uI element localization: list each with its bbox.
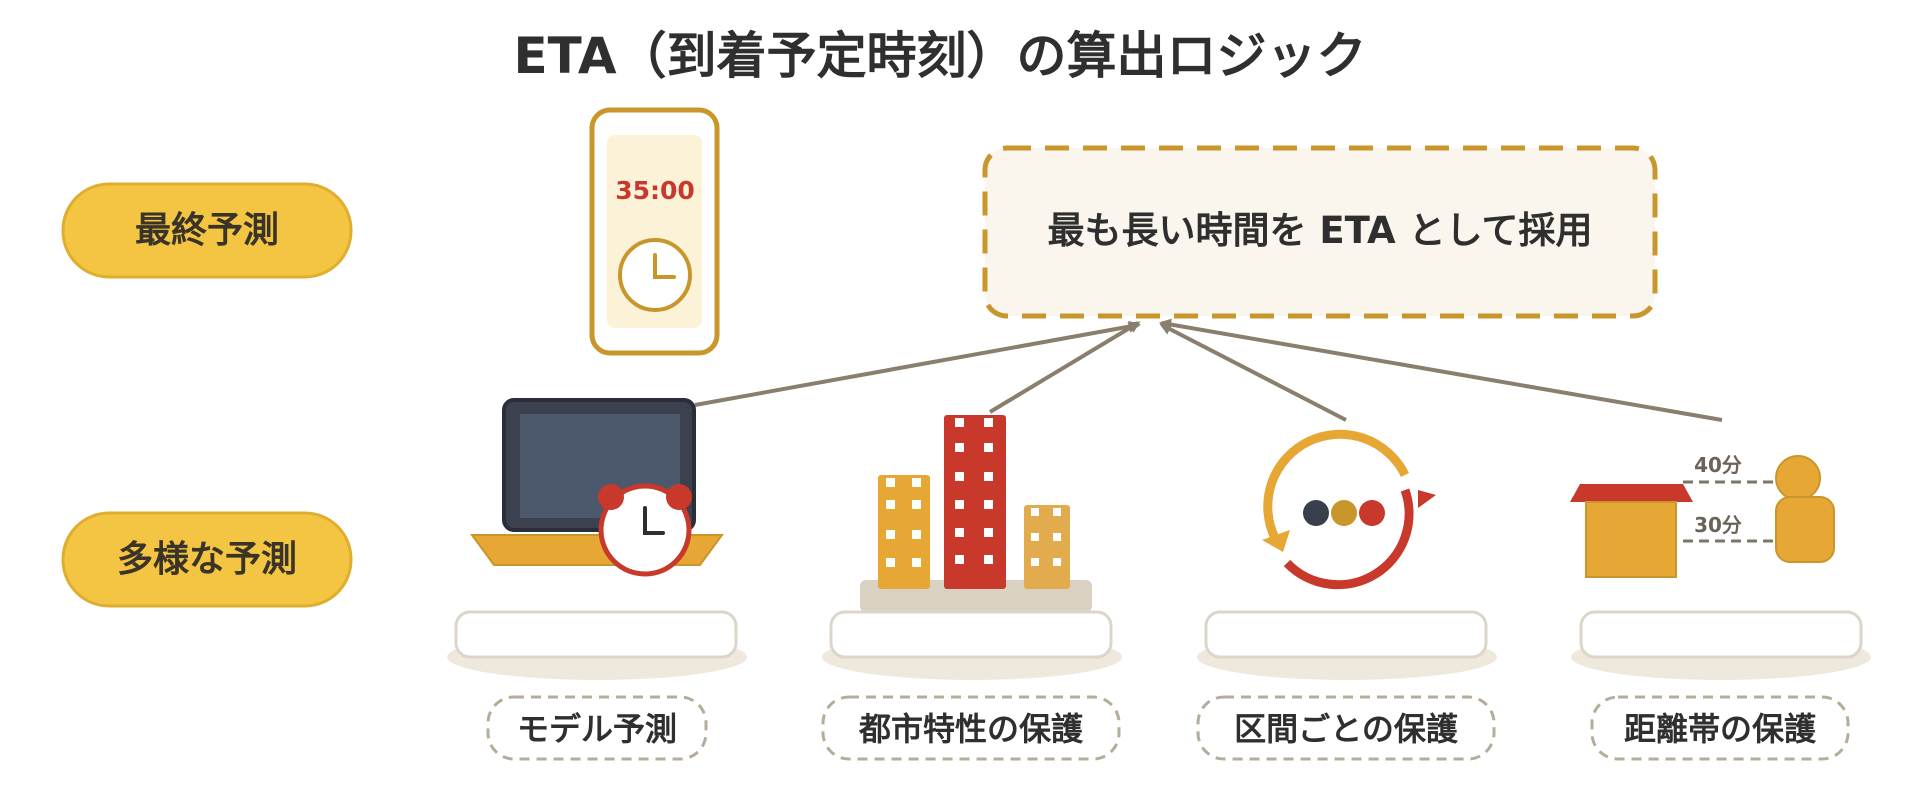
row-label-final-text: 最終予測 bbox=[135, 210, 279, 251]
laptop-alarm-icon bbox=[470, 398, 724, 577]
source-label-city-text: 都市特性の保護 bbox=[858, 710, 1084, 748]
decision-box: 最も長い時間を ETA として採用 bbox=[982, 145, 1658, 319]
pedestal-segment bbox=[1197, 610, 1497, 680]
phone-time: 35:00 bbox=[615, 176, 695, 205]
arrows bbox=[694, 318, 1723, 422]
arrow-distance bbox=[1159, 318, 1723, 422]
source-label-segment: 区間ごとの保護 bbox=[1196, 695, 1496, 761]
diagram-title: ETA（到着予定時刻）の算出ロジック bbox=[513, 27, 1366, 85]
clock-icon bbox=[618, 238, 692, 312]
pedestal-model bbox=[447, 610, 747, 680]
cycle-icon bbox=[1262, 429, 1436, 590]
pedestals bbox=[447, 610, 1871, 680]
distance-lower: 30分 bbox=[1694, 513, 1742, 537]
row-label-diverse: 多様な予測 bbox=[61, 511, 353, 608]
pedestal-city bbox=[822, 610, 1122, 680]
distance-icon: 40分 30分 bbox=[1570, 453, 1835, 578]
source-label-city: 都市特性の保護 bbox=[821, 695, 1121, 761]
distance-upper: 40分 bbox=[1694, 453, 1742, 477]
source-label-distance: 距離帯の保護 bbox=[1590, 695, 1850, 761]
source-label-model-text: モデル予測 bbox=[517, 710, 677, 748]
phone-icon: 35:00 bbox=[589, 107, 720, 356]
source-label-distance-text: 距離帯の保護 bbox=[1624, 710, 1817, 748]
arrow-city bbox=[988, 321, 1141, 414]
arrow-segment bbox=[1159, 323, 1347, 422]
decision-text: 最も長い時間を ETA として採用 bbox=[1048, 209, 1593, 252]
arrow-model bbox=[694, 320, 1141, 407]
source-label-model: モデル予測 bbox=[486, 695, 708, 761]
city-buildings-icon bbox=[860, 415, 1092, 612]
source-label-segment-text: 区間ごとの保護 bbox=[1234, 710, 1459, 748]
pedestal-distance bbox=[1571, 610, 1871, 680]
row-label-diverse-text: 多様な予測 bbox=[117, 539, 297, 580]
row-label-final: 最終予測 bbox=[61, 182, 353, 279]
